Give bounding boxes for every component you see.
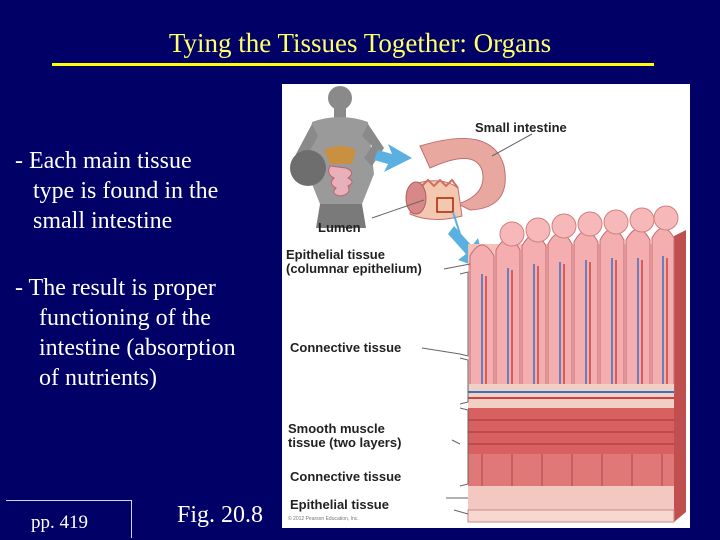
outer-connective-layer	[468, 486, 674, 510]
label-epithelial-columnar: Epithelial tissue (columnar epithelium)	[286, 248, 422, 276]
label-smooth-muscle: Smooth muscle tissue (two layers)	[288, 422, 401, 450]
label-line: Smooth muscle	[288, 421, 385, 436]
label-connective-tissue-mid: Connective tissue	[290, 340, 402, 355]
bullet-line: - The result is proper	[15, 275, 216, 301]
villi-tops	[499, 205, 679, 247]
bullet-line: - Each main tissue	[15, 148, 192, 174]
figure-reference: Fig. 20.8	[177, 502, 264, 528]
figure-credit: © 2012 Pearson Education, Inc.	[288, 516, 359, 522]
intestine-illustration: Small intestine Lumen Epithelial tissue …	[282, 84, 690, 528]
digestive-organs	[324, 146, 356, 197]
label-lumen: Lumen	[318, 220, 361, 235]
bullet-line: intestine (absorption	[39, 335, 236, 361]
label-small-intestine: Small intestine	[475, 120, 567, 135]
title-underline	[52, 63, 654, 66]
muscle-layer-outer	[468, 454, 674, 486]
slide-title: Tying the Tissues Together: Organs	[168, 28, 552, 58]
connective-layer	[468, 384, 674, 408]
label-connective-tissue-low: Connective tissue	[290, 469, 402, 484]
label-brackets	[371, 133, 533, 515]
bullet-line: of nutrients)	[39, 365, 157, 391]
villi	[469, 227, 675, 395]
bullet-line: functioning of the	[39, 305, 211, 331]
magnify-arrow-1	[374, 144, 412, 172]
page-reference: pp. 419	[6, 500, 132, 538]
bullet-line: type is found in the	[33, 178, 219, 204]
intestine-drawing	[290, 86, 686, 523]
bullet-result: - The result is proper functioning of th…	[15, 273, 236, 393]
bullet-line: small intestine	[33, 208, 173, 234]
label-epithelial-tissue-bottom: Epithelial tissue	[290, 497, 389, 512]
tissue-block	[467, 205, 686, 523]
label-line: tissue (two layers)	[288, 435, 402, 450]
bullet-tissue-types: - Each main tissue type is found in the …	[15, 146, 218, 236]
vessels	[481, 256, 668, 384]
outer-epithelial-layer	[467, 509, 675, 523]
muscle-layer-inner	[468, 408, 674, 454]
intestine-segment	[405, 137, 506, 235]
label-line: Epithelial tissue	[286, 247, 385, 262]
label-line: (columnar epithelium)	[286, 261, 422, 276]
